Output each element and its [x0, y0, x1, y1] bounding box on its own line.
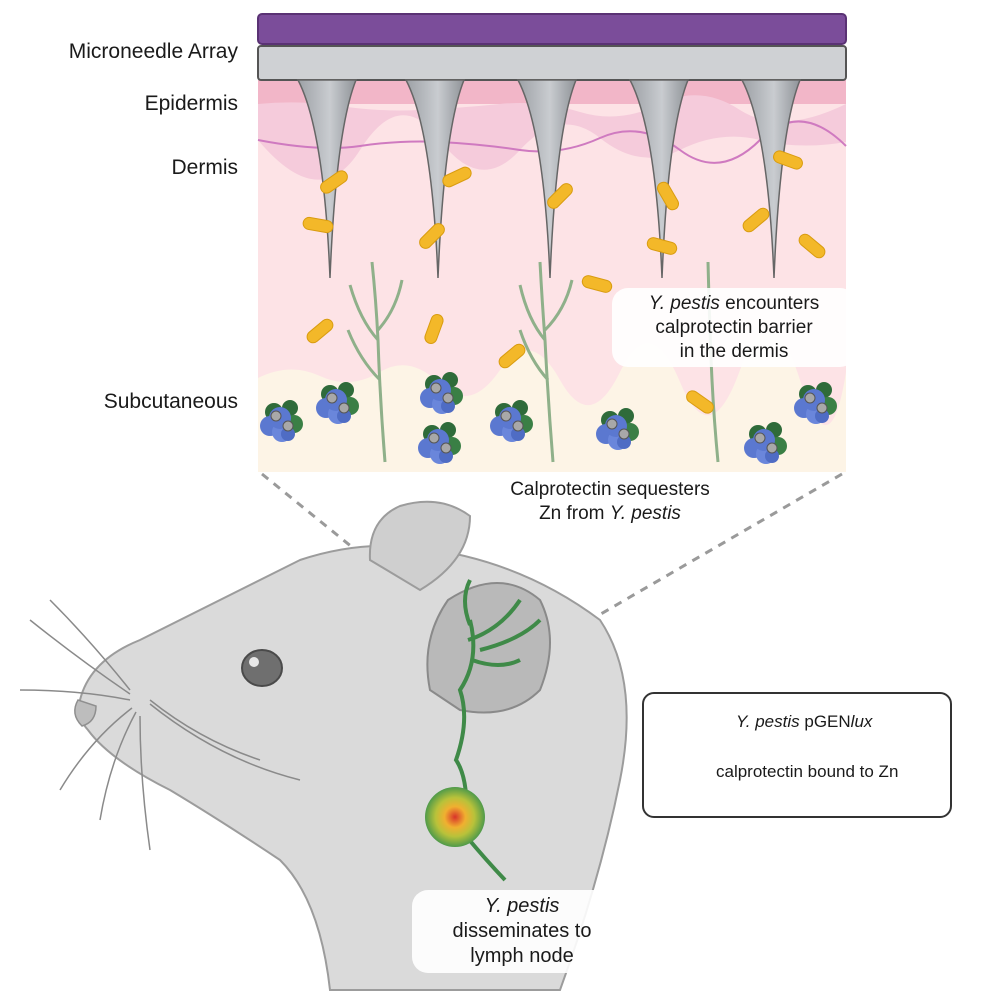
callout-barrier-line2: calprotectin barrier	[655, 316, 813, 338]
label-subcutaneous: Subcutaneous	[103, 390, 238, 413]
legend-item1-plain: pGEN	[799, 712, 851, 731]
subcutaneous-layer	[258, 330, 846, 472]
lymph-node	[425, 787, 485, 847]
callout-lymph: Y. pestis disseminates to lymph node	[412, 890, 632, 973]
legend-item-bacterium: Y. pestis pGENlux	[736, 712, 872, 732]
callout-lymph-line3: lymph node	[470, 945, 574, 967]
callout-barrier-line3: in the dermis	[679, 340, 789, 362]
microneedle-backing	[257, 13, 847, 45]
callout-barrier-line1: encounters	[719, 293, 820, 314]
lymphatic-vessel	[453, 579, 542, 882]
label-epidermis: Epidermis	[144, 92, 238, 115]
legend-item1-italic2: lux	[850, 712, 873, 731]
legend-item-calprotectin: calprotectin bound to Zn	[716, 762, 899, 781]
callout-barrier: Y. pestis encounters calprotectin barrie…	[612, 288, 856, 368]
callout-lymph-italic: Y. pestis	[484, 895, 560, 917]
zoom-line-right	[555, 472, 843, 642]
callout-lymph-line2: disseminates to	[452, 920, 592, 942]
callout-sequester-line1: Calprotectin sequesters	[510, 479, 710, 500]
callout-barrier-italic: Y. pestis	[648, 293, 720, 314]
legend-box: Y. pestis pGENlux calprotectin bound to …	[642, 692, 952, 818]
callout-sequester-line2a: Zn from	[539, 502, 610, 524]
callout-sequester: Calprotectin sequesters Zn from Y. pesti…	[470, 478, 750, 526]
legend-item1-italic: Y. pestis	[736, 712, 800, 731]
label-dermis: Dermis	[171, 156, 239, 179]
mouse-eye	[241, 649, 283, 687]
callout-sequester-line2b: Y. pestis	[609, 502, 681, 524]
microneedle-base	[257, 45, 847, 81]
label-microneedle-array: Microneedle Array	[68, 40, 238, 63]
